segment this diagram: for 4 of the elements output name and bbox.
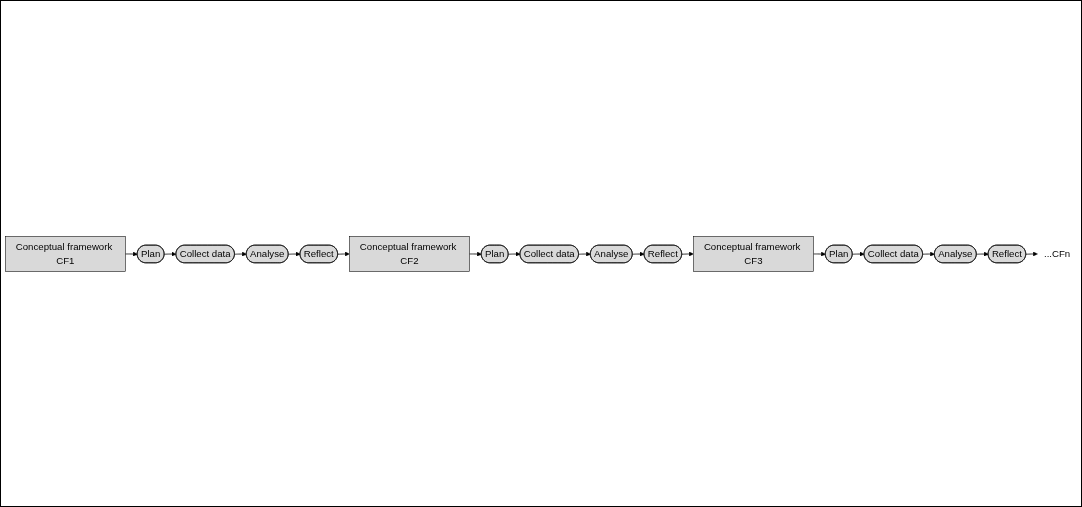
node-box: Conceptual framework CF2 [349,235,470,272]
node-box: Conceptual framework CF3 [693,235,814,272]
node-text: ...CFn [1043,247,1071,259]
node-box: Conceptual framework CF1 [5,235,126,272]
